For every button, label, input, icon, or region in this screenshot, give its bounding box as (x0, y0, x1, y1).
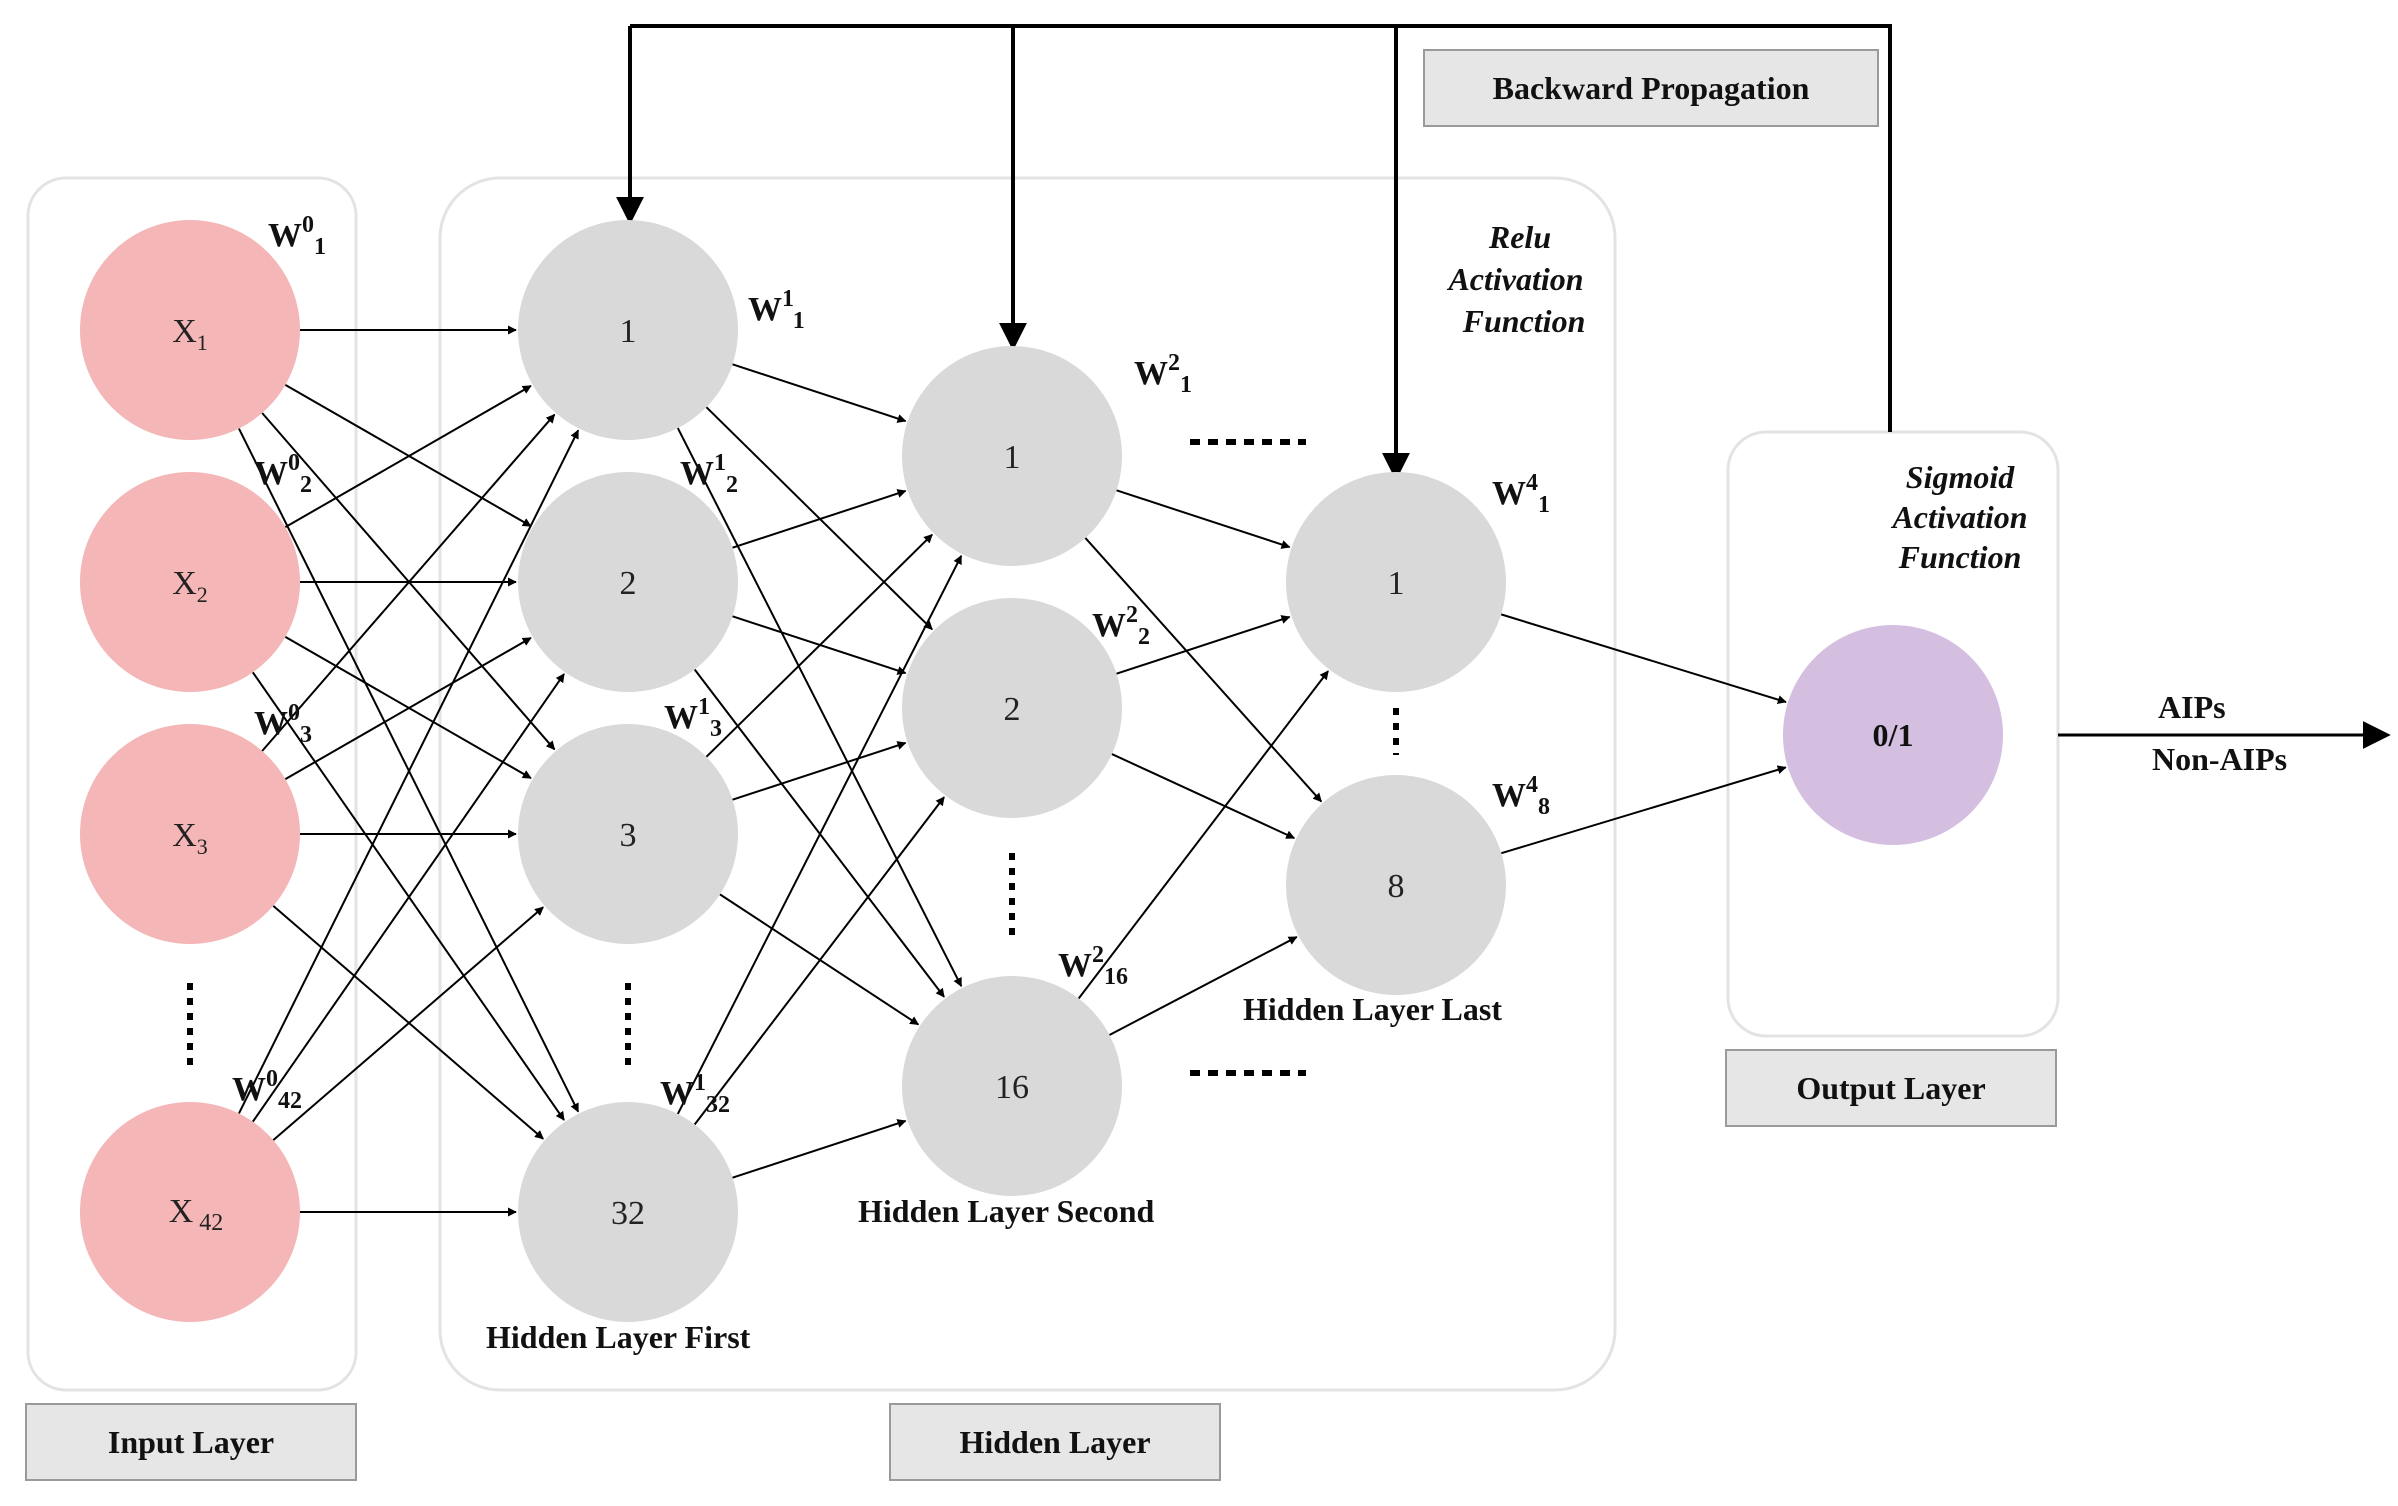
hidden-second-nodes: 1 2 16 (902, 346, 1122, 1196)
edge-l0-2-to-0 (261, 413, 556, 752)
hidden-second-node-16 (902, 976, 1122, 1196)
edge-l1-1-to-0 (732, 489, 907, 549)
input-node-x42 (80, 1102, 300, 1322)
edge-l2-1-to-1 (1111, 753, 1296, 840)
hidden-second-node-2 (902, 598, 1122, 818)
weight-label-w4-1: W41 (1492, 470, 1550, 518)
hidden-layer-first-title: Hidden Layer First (486, 1319, 751, 1355)
backward-propagation-label: Backward Propagation (1493, 70, 1810, 106)
hidden-last-node-1 (1286, 472, 1506, 692)
hidden-second-node-1-label: 1 (1004, 439, 1021, 476)
weight-label-w2-16: W216 (1058, 942, 1128, 990)
edge-l2-1-to-0 (1116, 615, 1291, 675)
relu-line-1: Relu (1488, 219, 1551, 255)
hidden-layer-box: Hidden Layer (889, 1403, 1221, 1481)
weight-labels: W01 W02 W03 W042 W11 W12 W13 W132 W21 W2… (232, 212, 1550, 1118)
edge-l1-2-to-0 (705, 533, 933, 758)
sigmoid-line-1: Sigmoid (1906, 459, 2015, 495)
edge-l3-1-to-0 (1501, 765, 1787, 855)
edge-l1-0-to-2 (676, 427, 963, 987)
edge-l2-0-to-1 (1084, 537, 1323, 803)
weight-label-w0-42: W042 (232, 1066, 302, 1114)
edge-l0-2-to-1 (284, 636, 532, 781)
hidden-first-nodes: 1 2 3 32 (518, 220, 738, 1322)
input-node-x3 (80, 724, 300, 944)
hidden-last-node-1-label: 1 (1388, 565, 1405, 602)
hidden-first-node-3 (518, 724, 738, 944)
edge-l1-3-to-1 (693, 796, 945, 1126)
input-node-x2-label: X2 (172, 565, 208, 607)
input-node-x3-label: X3 (172, 817, 208, 859)
hidden-first-node-1 (518, 220, 738, 440)
input-node-x42-label: X 42 (169, 1193, 224, 1236)
output-label-aips: AIPs (2158, 689, 2226, 725)
input-layer-label: Input Layer (108, 1424, 274, 1460)
input-node-x1-label: X1 (172, 313, 208, 355)
edge-l3-0-to-0 (1500, 613, 1787, 704)
output-layer-label: Output Layer (1796, 1070, 1985, 1106)
connection-lines (238, 325, 1787, 1217)
weight-label-w1-2: W12 (680, 450, 738, 498)
edge-l2-2-to-1 (1108, 936, 1298, 1036)
hidden-first-node-2 (518, 472, 738, 692)
output-node (1783, 625, 2003, 845)
edge-l1-3-to-0 (676, 555, 963, 1115)
edge-l0-3-to-2 (272, 906, 544, 1141)
relu-line-2: Activation (1446, 261, 1583, 297)
edge-l1-0-to-0 (732, 363, 907, 423)
sigmoid-line-2: Activation (1890, 499, 2027, 535)
edge-l2-2-to-0 (1077, 670, 1329, 1000)
edge-l0-3-to-0 (238, 429, 580, 1114)
hidden-first-node-3-label: 3 (620, 817, 637, 854)
hidden-second-node-2-label: 2 (1004, 691, 1021, 728)
weight-label-w0-2: W02 (254, 450, 312, 498)
backward-propagation-box: Backward Propagation (1423, 49, 1879, 127)
backward-propagation-lines (616, 24, 1892, 481)
input-node-x2 (80, 472, 300, 692)
weight-label-w0-3: W03 (254, 700, 312, 748)
input-layer-box: Input Layer (25, 1403, 357, 1481)
input-node-x1 (80, 220, 300, 440)
hidden-first-node-32 (518, 1102, 738, 1322)
hidden-second-node-16-label: 16 (995, 1069, 1029, 1106)
horizontal-ellipsis-group (1190, 439, 1306, 1076)
sigmoid-line-3: Function (1898, 539, 2022, 575)
output-node-label: 0/1 (1873, 717, 1914, 753)
weight-label-w0-1: W01 (268, 212, 326, 260)
hidden-second-node-1 (902, 346, 1122, 566)
weight-label-w2-1: W21 (1134, 350, 1192, 398)
input-nodes: X1 X2 X3 X 42 (80, 220, 300, 1322)
output-layer-box: Output Layer (1725, 1049, 2057, 1127)
weight-label-w1-3: W13 (664, 694, 722, 742)
hidden-last-node-8-label: 8 (1388, 868, 1405, 905)
hidden-first-node-1-label: 1 (620, 313, 637, 350)
edge-l1-3-to-2 (732, 1119, 907, 1179)
weight-label-w1-1: W11 (748, 286, 805, 334)
edge-l0-1-to-0 (284, 384, 532, 529)
edge-l0-3-to-1 (251, 673, 565, 1123)
edge-l2-0-to-0 (1116, 489, 1291, 549)
hidden-layer-second-title: Hidden Layer Second (858, 1193, 1155, 1229)
output-label-non-aips: Non-AIPs (2152, 741, 2287, 777)
hidden-first-node-2-label: 2 (620, 565, 637, 602)
weight-label-w4-8: W48 (1492, 772, 1550, 820)
hidden-first-node-32-label: 32 (611, 1195, 645, 1232)
hidden-last-node-8 (1286, 775, 1506, 995)
backprop-line-top (630, 24, 1892, 432)
weight-label-w1-32: W132 (660, 1070, 730, 1118)
hidden-layer-label: Hidden Layer (959, 1424, 1150, 1460)
hidden-layer-last-title: Hidden Layer Last (1243, 991, 1502, 1027)
relu-line-3: Function (1462, 303, 1586, 339)
relu-activation-label: Relu Activation Function (1446, 219, 1585, 339)
sigmoid-activation-label: Sigmoid Activation Function (1890, 459, 2027, 575)
hidden-last-nodes: 1 8 (1286, 472, 1506, 995)
edge-l1-2-to-1 (732, 741, 907, 801)
weight-label-w2-2: W22 (1092, 602, 1150, 650)
